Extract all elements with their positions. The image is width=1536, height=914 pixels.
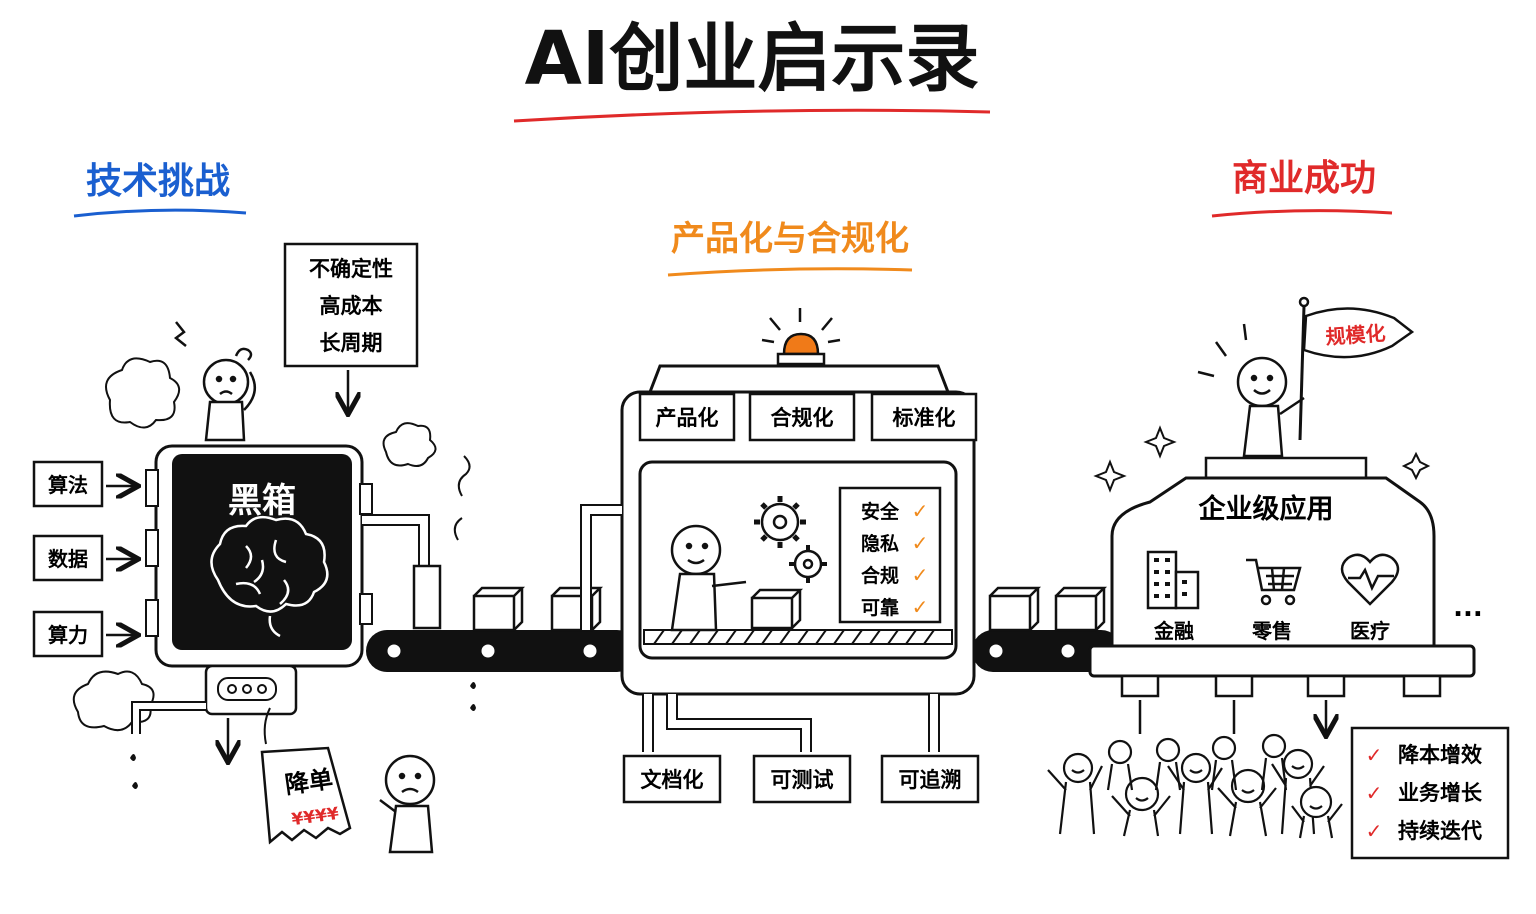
svg-text:可靠: 可靠 <box>861 597 899 619</box>
challenge-note: 不确定性 高成本 长周期 <box>283 242 419 412</box>
black-box-machine: 黑箱 <box>130 444 476 789</box>
check-icon: ✓ <box>912 499 929 523</box>
svg-text:隐私: 隐私 <box>861 533 899 555</box>
industry-retail: 零售 <box>1251 619 1292 643</box>
sad-person <box>379 754 436 854</box>
cost-receipt: 降单 ¥¥¥¥ <box>260 707 352 845</box>
industry-finance: 金融 <box>1153 619 1194 643</box>
svg-text:企业级应用: 企业级应用 <box>1199 493 1334 525</box>
svg-text:标准化: 标准化 <box>893 406 956 430</box>
business-underline <box>1211 209 1393 218</box>
smoke-cloud-icon <box>72 357 437 732</box>
enterprise-platform: 企业级应用 金融 零售 医疗 ... <box>1088 456 1483 734</box>
machine-tabs: 产品化 合规化 标准化 <box>638 392 978 442</box>
svg-text:算法: 算法 <box>48 473 88 497</box>
section-title-business: 商业成功 <box>1232 158 1376 199</box>
section-title-product: 产品化与合规化 <box>671 219 909 259</box>
svg-text:可测试: 可测试 <box>771 768 834 792</box>
cart-icon <box>1246 558 1302 606</box>
blackbox-label: 黑箱 <box>228 481 296 521</box>
svg-text:算力: 算力 <box>48 623 88 647</box>
input-data: 数据 <box>32 534 136 582</box>
industry-medical: 医疗 <box>1350 619 1390 643</box>
results-card: ✓ ✓ ✓ 降本增效 业务增长 持续迭代 <box>1350 726 1510 860</box>
check-icon: ✓ <box>912 531 929 555</box>
svg-text:安全: 安全 <box>861 500 900 523</box>
gear-icon <box>754 496 827 583</box>
svg-text:文档化: 文档化 <box>641 768 704 792</box>
svg-text:业务增长: 业务增长 <box>1398 781 1483 805</box>
alarm-light-icon <box>782 332 820 356</box>
svg-text:数据: 数据 <box>48 547 88 571</box>
product-underline <box>667 267 913 277</box>
svg-text:可追溯: 可追溯 <box>899 768 962 792</box>
svg-text:合规化: 合规化 <box>771 406 834 430</box>
svg-text:产品化: 产品化 <box>656 406 719 430</box>
svg-text:高成本: 高成本 <box>320 294 383 318</box>
input-algorithm: 算法 <box>32 460 136 508</box>
brain-icon <box>210 515 329 638</box>
compliance-machine: 产品化 合规化 标准化 <box>580 308 978 752</box>
input-compute: 算力 <box>32 610 136 658</box>
scale-flag: 规模化 <box>1302 307 1415 359</box>
happy-crowd <box>1047 733 1343 839</box>
svg-text:降本增效: 降本增效 <box>1398 743 1482 767</box>
svg-text:持续迭代: 持续迭代 <box>1398 819 1482 843</box>
compliance-checklist: 安全 隐私 合规 可靠 ✓ ✓ ✓ ✓ <box>838 486 942 624</box>
svg-text:不确定性: 不确定性 <box>309 257 393 281</box>
svg-text:长周期: 长周期 <box>320 331 383 355</box>
more-ellipsis: ... <box>1453 593 1483 623</box>
conveyor-belt <box>366 630 1122 672</box>
check-icon: ✓ <box>912 595 929 619</box>
svg-text:合规: 合规 <box>861 564 899 587</box>
svg-text:降单: 降单 <box>283 765 334 799</box>
section-title-tech: 技术挑战 <box>86 161 230 202</box>
title-underline <box>513 108 991 123</box>
check-icon: ✓ <box>1366 819 1383 843</box>
buildings-icon <box>1146 550 1200 610</box>
sparkle-icon <box>1093 425 1431 493</box>
check-icon: ✓ <box>1366 743 1383 767</box>
flag-person <box>1197 296 1310 458</box>
page-title: AI创业启示录 <box>525 16 980 102</box>
svg-text:规模化: 规模化 <box>1325 321 1387 349</box>
product-outputs: 文档化 可测试 可追溯 <box>622 754 980 804</box>
tech-underline <box>73 208 247 218</box>
check-icon: ✓ <box>912 563 929 587</box>
worker-person <box>670 524 747 632</box>
stressed-person <box>173 321 257 442</box>
heart-pulse-icon <box>1340 553 1400 606</box>
check-icon: ✓ <box>1366 781 1383 805</box>
